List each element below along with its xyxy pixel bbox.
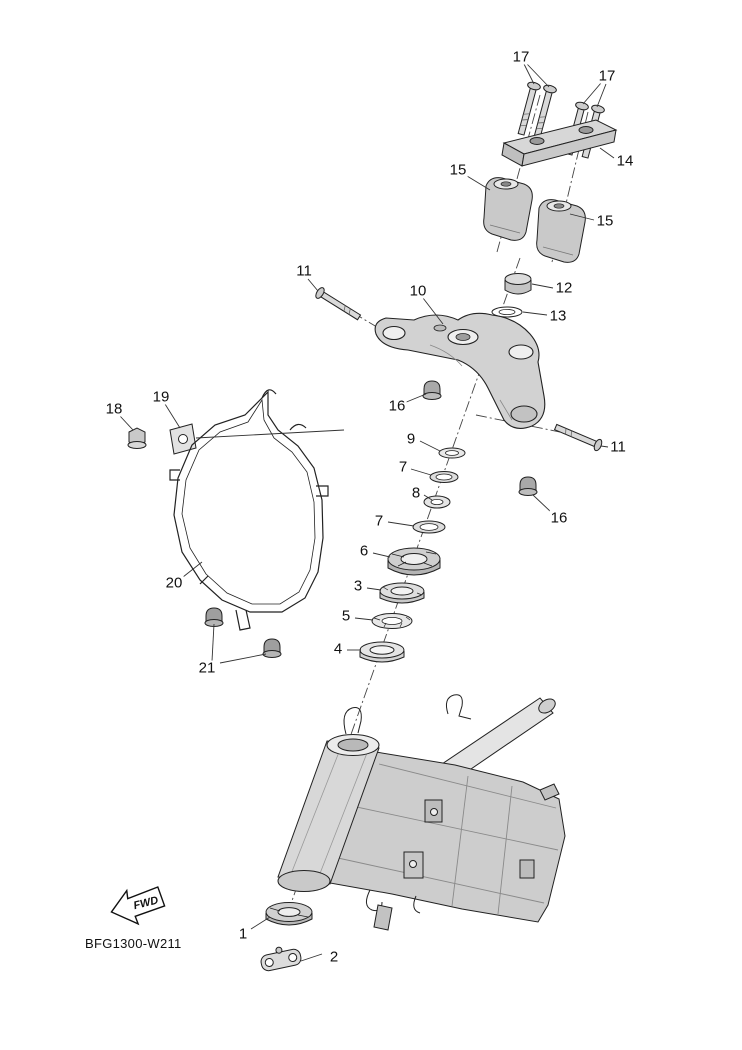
part-washer-9	[438, 447, 466, 459]
leader-lines	[119, 63, 615, 962]
part-bearing-1	[265, 902, 313, 926]
part-bearing-6	[387, 547, 441, 576]
fwd-symbol: FWD	[110, 886, 166, 926]
part-ring-nut-3	[379, 582, 425, 604]
part-washer-4	[359, 641, 405, 663]
part-washer-7-lower	[412, 520, 446, 534]
diagram-code: BFG1300-W211	[85, 936, 182, 951]
part-washer-7-upper	[429, 471, 459, 483]
part-handle-holder-15-left	[483, 177, 533, 241]
part-race-2	[260, 946, 302, 972]
part-washer-13	[491, 306, 523, 318]
part-upper-holder-14	[501, 119, 618, 167]
part-frame-assembly	[277, 694, 566, 931]
part-bracket-19	[169, 423, 197, 455]
part-handle-holder-15-right	[536, 199, 586, 263]
part-damper-16-left	[422, 380, 442, 400]
part-cap-12	[504, 273, 532, 295]
part-damper-21-left	[204, 607, 224, 627]
part-bolt-11-right	[553, 423, 603, 452]
part-nut-18	[127, 427, 147, 449]
fwd-label: FWD	[132, 895, 159, 913]
part-lock-washer-5	[371, 613, 413, 629]
part-upper-bracket-10	[374, 312, 546, 429]
part-damper-21-right	[262, 638, 282, 658]
part-damper-16-right	[518, 476, 538, 496]
part-bolt-11-left	[315, 287, 362, 321]
part-wire-guide-20	[169, 389, 329, 631]
